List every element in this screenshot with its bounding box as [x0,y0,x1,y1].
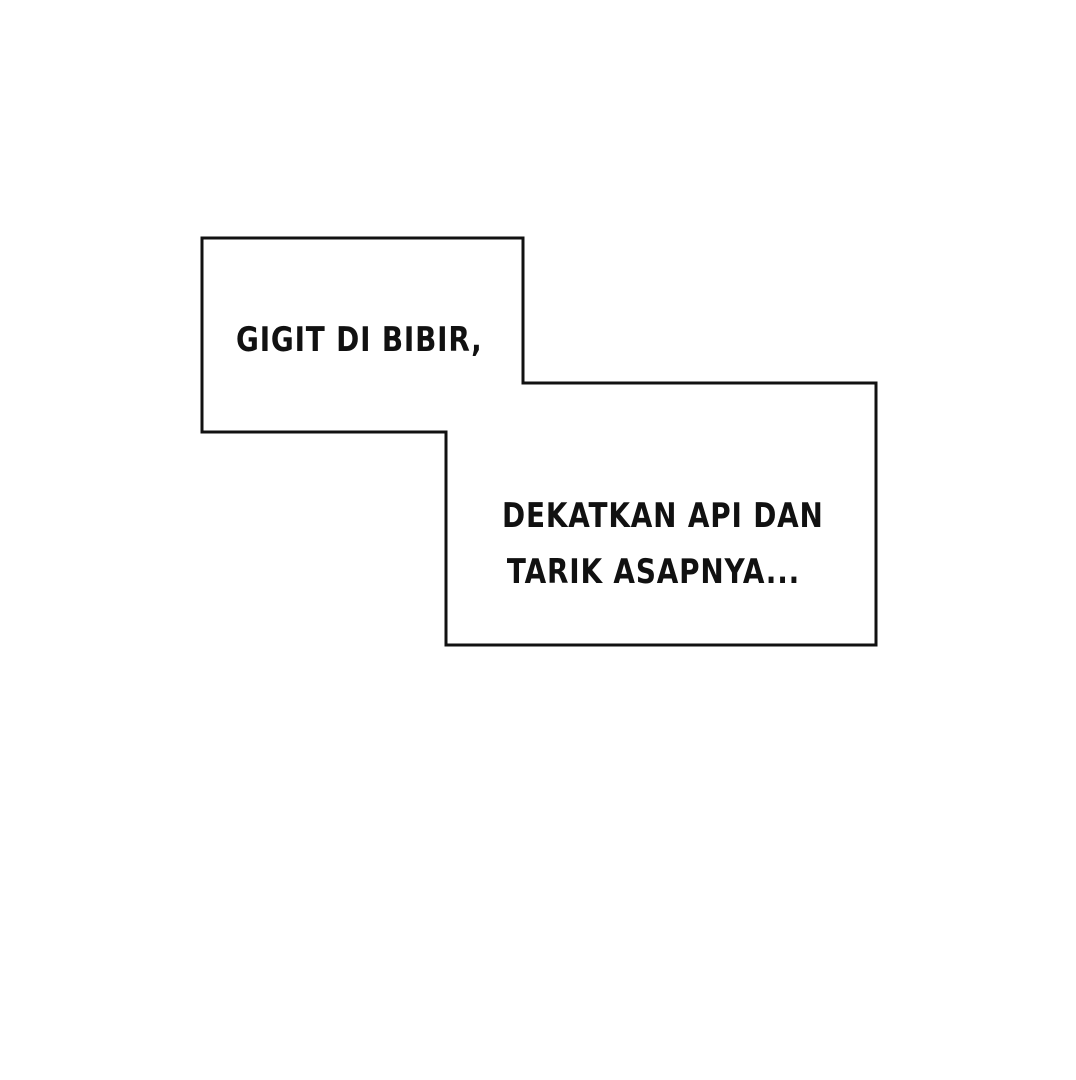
narration-box-shape [200,236,878,647]
narration-text-2-line-1: DEKATKAN API DAN [502,496,824,536]
narration-text-2-line-2: TARIK ASAPNYA... [506,552,801,592]
narration-text-1: GIGIT DI BIBIR, [236,320,483,360]
narration-text-2: DEKATKAN API DAN TARIK ASAPNYA... [502,488,824,600]
